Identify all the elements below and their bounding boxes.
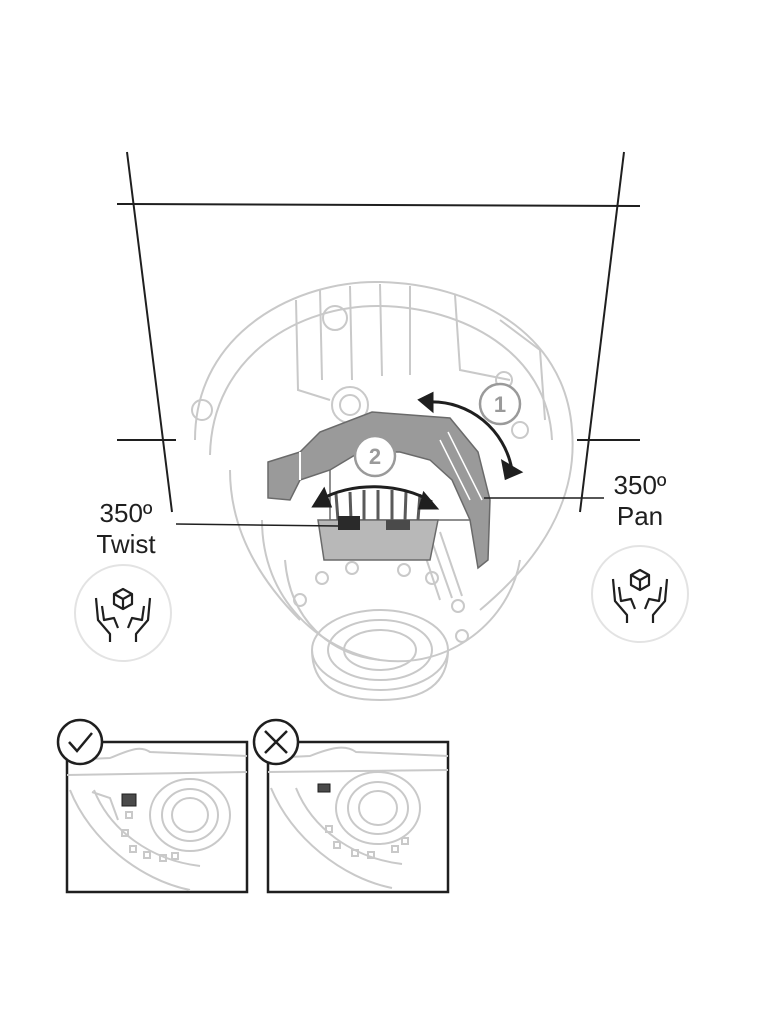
step-1-badge: 1 — [478, 382, 522, 426]
pan-rotation-arrow — [417, 391, 524, 481]
mounting-bracket — [267, 411, 491, 570]
ceiling-frame — [116, 151, 641, 513]
twist-text: Twist — [96, 529, 156, 559]
pan-text: Pan — [616, 501, 664, 531]
correct-orientation-inset — [56, 718, 249, 894]
handle-with-care-icon — [74, 564, 172, 662]
pan-label: 350º Pan — [592, 470, 688, 532]
dome-camera-body — [191, 280, 574, 702]
step-2-badge: 2 — [353, 434, 397, 478]
pan-angle: 350º — [613, 470, 667, 500]
handle-with-care-icon — [591, 545, 689, 643]
twist-rotation-arrow — [311, 485, 440, 510]
leader-lines — [175, 497, 604, 527]
step-2-number: 2 — [369, 444, 381, 469]
cross-icon — [252, 718, 300, 766]
incorrect-orientation-inset — [252, 718, 450, 894]
step-1-number: 1 — [494, 392, 506, 417]
checkmark-icon — [56, 718, 104, 766]
twist-angle: 350º — [99, 498, 153, 528]
twist-label: 350º Twist — [78, 498, 174, 560]
